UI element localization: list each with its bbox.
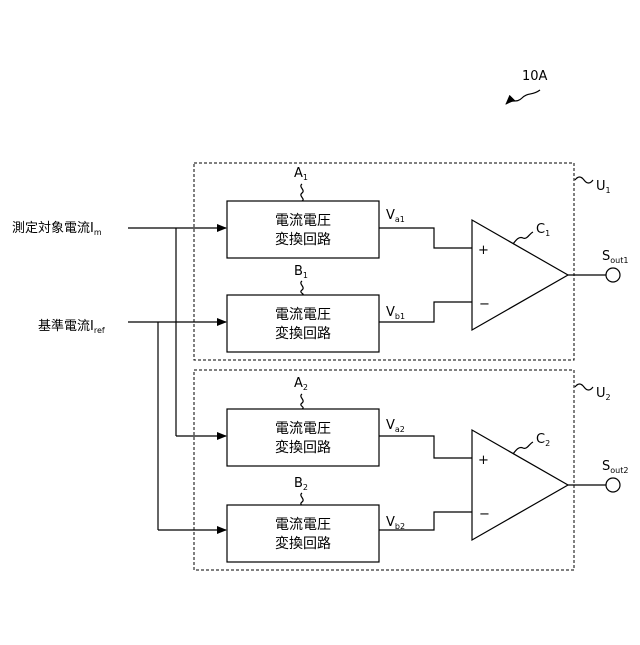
block-a2-line2: 変換回路 (275, 439, 331, 456)
block-b1-label: B1 (294, 264, 308, 280)
output-va2-label: Va2 (386, 418, 405, 434)
output-sout1-label: Sout1 (602, 249, 628, 265)
comparator-c1 (472, 220, 568, 330)
unit-1: U1 A1 電流電圧 変換回路 Va1 B1 電流電圧 変換回路 Vb1 + −… (194, 163, 628, 360)
block-b1-line1: 電流電圧 (275, 307, 331, 323)
figure-reference-label: 10A (522, 69, 548, 84)
unit-2-label: U2 (596, 386, 611, 402)
comparator-c2 (472, 430, 568, 540)
comparator-c1-minus: − (479, 297, 490, 312)
block-a1-label: A1 (294, 166, 308, 182)
comparator-c1-label: C1 (536, 222, 550, 238)
block-a2-line1: 電流電圧 (275, 421, 331, 437)
reference-current-label: 基準電流Iref (38, 318, 105, 335)
unit-2: U2 A2 電流電圧 変換回路 Va2 B2 電流電圧 変換回路 Vb2 + −… (194, 370, 628, 570)
block-b2-line1: 電流電圧 (275, 517, 331, 533)
output-terminal-1 (606, 268, 620, 282)
figure-reference-arrow (506, 90, 540, 104)
block-b2 (227, 505, 379, 562)
block-a1 (227, 201, 379, 258)
comparator-c2-plus: + (478, 453, 489, 468)
measured-current-label: 測定対象電流Im (12, 221, 102, 237)
block-a2-label: A2 (294, 376, 308, 392)
comparator-c2-label: C2 (536, 432, 550, 448)
output-vb2-label: Vb2 (386, 515, 405, 531)
comparator-c2-minus: − (479, 507, 490, 522)
block-b1 (227, 295, 379, 352)
block-a2 (227, 409, 379, 466)
output-sout2-label: Sout2 (602, 459, 628, 475)
output-va1-label: Va1 (386, 208, 405, 224)
output-terminal-2 (606, 478, 620, 492)
block-a1-line2: 変換回路 (275, 231, 331, 248)
unit-1-label: U1 (596, 179, 611, 195)
output-vb1-label: Vb1 (386, 305, 405, 321)
block-a1-line1: 電流電圧 (275, 213, 331, 229)
input-wiring (128, 228, 226, 530)
block-b2-line2: 変換回路 (275, 535, 331, 552)
block-b1-line2: 変換回路 (275, 325, 331, 342)
block-b2-label: B2 (294, 476, 308, 492)
comparator-c1-plus: + (478, 243, 489, 258)
